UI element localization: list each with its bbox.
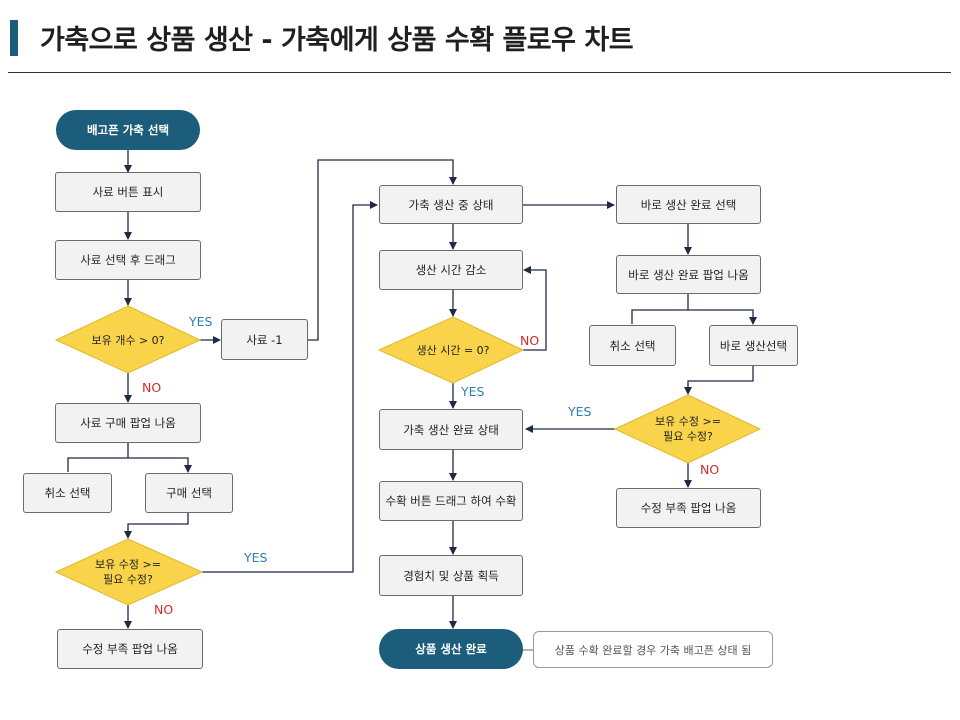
edge-time-zero-no-loop [523,266,547,351]
decision-time-zero-shape [377,316,525,384]
end-terminal: 상품 생산 완료 [379,629,523,669]
process-crystal-short-2: 수정 부족 팝업 나옴 [616,488,761,528]
decision-crystal-check-2: 보유 수정 >= 필요 수정? [655,415,721,443]
label-no-has-feed: NO [142,380,162,395]
edge-popup-split [631,294,753,324]
decision-crystal-check-1: 보유 수정 >= 필요 수정? [95,558,161,586]
process-time-decrease: 생산 시간 감소 [379,250,523,290]
process-harvest-drag: 수확 버튼 드래그 하여 수확 [379,481,523,521]
process-producing: 가축 생산 중 상태 [379,185,523,224]
process-reward: 경험치 및 상품 획득 [379,555,523,596]
page-title: 가축으로 상품 생산 - 가축에게 상품 수확 플로우 차트 [40,25,634,56]
decision-has-feed: 보유 개수 > 0? [91,333,165,347]
process-feed-minus: 사료 -1 [221,319,308,360]
edge-buy-popup-split [67,443,188,472]
label-yes-time-zero: YES [461,384,485,399]
process-buy-select: 구매 선택 [145,473,233,513]
start-terminal: 배고픈 가축 선택 [56,110,200,150]
label-no-time-zero: NO [520,333,540,348]
process-instant-popup: 바로 생산 완료 팝업 나옴 [616,255,761,294]
label-yes-crystal-2: YES [568,404,592,419]
process-instant-confirm: 바로 생산선택 [709,325,798,366]
label-no-crystal-2: NO [700,462,720,477]
process-cancel-1: 취소 선택 [23,473,112,513]
label-no-crystal-1: NO [154,602,174,617]
decision-crystal-check-1-shape [54,538,204,606]
process-instant-select: 바로 생산 완료 선택 [616,185,761,224]
process-feed-button: 사료 버튼 표시 [55,172,201,212]
process-cancel-2: 취소 선택 [589,325,676,366]
edge-feed-minus-to-producing [308,159,457,341]
title-accent-bar [10,20,18,56]
decision-has-feed-shape [54,305,202,374]
title-divider [8,72,951,73]
process-buy-popup: 사료 구매 팝업 나옴 [55,403,201,443]
process-crystal-short-1: 수정 부족 팝업 나옴 [57,629,203,669]
edge-buy-to-crystal-check-1 [124,513,189,539]
edge-crystal-check-1-yes [202,201,378,573]
decision-time-zero: 생산 시간 = 0? [416,343,490,357]
note-hungry-state: 상품 수확 완료할 경우 가축 배고픈 상태 됨 [533,631,773,668]
process-feed-drag: 사료 선택 후 드래그 [55,240,201,280]
edge-instant-confirm-to-crystal-check-2 [684,366,754,395]
process-produce-done: 가축 생산 완료 상태 [379,409,523,450]
label-yes-has-feed: YES [189,314,213,329]
decision-crystal-check-2-shape [613,394,762,464]
label-yes-crystal-1: YES [244,550,268,565]
